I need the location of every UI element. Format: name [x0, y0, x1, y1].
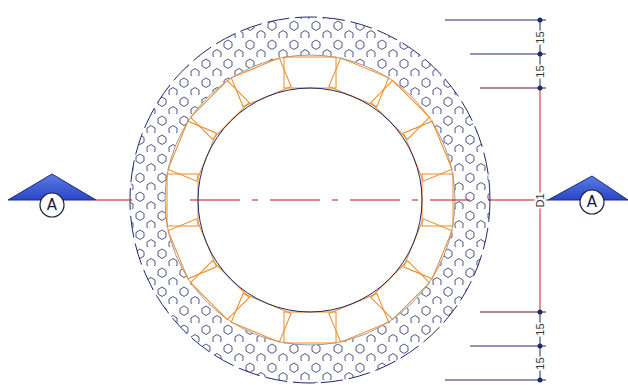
brick [190, 261, 249, 320]
dimension-line [470, 54, 546, 55]
brick [284, 312, 336, 343]
dimension-text: 15 [535, 64, 546, 78]
dimension-line [445, 20, 546, 21]
dimension-line [470, 346, 546, 347]
section-letter: A [47, 198, 57, 213]
section-marker: A [579, 189, 605, 215]
dimension-line [480, 88, 546, 89]
dimension-line [480, 312, 546, 313]
brick [371, 80, 430, 139]
brick [284, 57, 336, 88]
dimension-line [445, 380, 546, 381]
brick [371, 261, 430, 320]
brick [190, 80, 249, 139]
section-line [96, 200, 132, 201]
centre-line [190, 200, 470, 201]
dimension-text: 15 [535, 322, 546, 336]
outer-excavation [130, 17, 490, 383]
dimension-text: 15 [535, 30, 546, 44]
gravel-hatch [120, 10, 500, 385]
dimension-text: D1 [535, 192, 546, 208]
section-letter: A [587, 195, 597, 210]
dimension-text: 15 [535, 356, 546, 370]
section-marker: A [39, 192, 65, 218]
